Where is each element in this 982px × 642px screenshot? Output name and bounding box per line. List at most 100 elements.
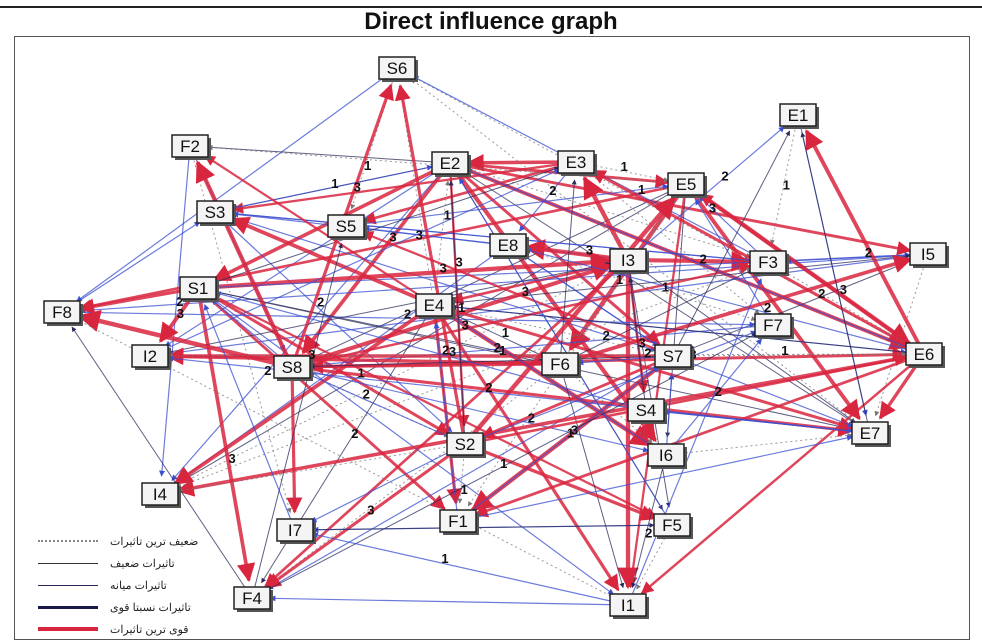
edge-weight-label: 2 (363, 386, 370, 401)
node-box (327, 214, 365, 238)
node-e3[interactable]: E3 (557, 150, 597, 176)
node-e2[interactable]: E2 (431, 151, 471, 177)
edge-I6-E7 (665, 432, 853, 456)
edge-S2-E2 (448, 180, 466, 445)
legend-label: ضعیف ترین تاثیرات (110, 535, 199, 548)
edge-S2-I4 (177, 443, 466, 493)
node-s5[interactable]: S5 (327, 214, 367, 240)
edge-I6-S7 (665, 373, 675, 456)
node-i7[interactable]: I7 (276, 518, 316, 544)
node-f1[interactable]: F1 (439, 509, 479, 535)
edge-S7-S8 (309, 355, 674, 369)
edge-weight-label: 2 (721, 168, 728, 183)
edge-weight-label: 1 (621, 159, 628, 174)
node-i3[interactable]: I3 (609, 248, 649, 274)
edge-E6-I4 (175, 352, 925, 497)
edge-F6-E3 (559, 179, 577, 365)
edge-weight-label: 2 (549, 183, 556, 198)
node-box (667, 172, 705, 196)
top-rule (0, 6, 982, 8)
edge-F1-S7 (457, 366, 660, 522)
edge-E8-F7 (507, 244, 757, 321)
edge-S6-E6 (396, 67, 909, 346)
node-f5[interactable]: F5 (653, 513, 693, 539)
edge-I3-I4 (175, 259, 629, 487)
node-i5[interactable]: I5 (909, 242, 949, 268)
node-s8[interactable]: S8 (273, 355, 313, 381)
edge-E7-E1 (800, 132, 871, 434)
node-e6[interactable]: E6 (905, 342, 945, 368)
node-box (647, 443, 685, 467)
edge-weight-label: 3 (229, 451, 236, 466)
edge-S8-F3 (291, 262, 752, 369)
edge-weight-label: 2 (317, 295, 324, 310)
edge-weight-label: 2 (715, 384, 722, 399)
node-i6[interactable]: I6 (647, 443, 687, 469)
edge-F6-F3 (559, 269, 753, 365)
edge-E2-S8 (301, 161, 452, 355)
node-box (415, 293, 453, 317)
edge-F4-S5 (251, 242, 343, 599)
node-label: I6 (659, 446, 673, 465)
node-s2[interactable]: S2 (446, 432, 486, 458)
node-s7[interactable]: S7 (654, 344, 694, 370)
edge-S4-I3 (628, 277, 647, 411)
node-box (905, 342, 943, 366)
node-e1[interactable]: E1 (779, 103, 819, 129)
node-i1[interactable]: I1 (609, 593, 649, 619)
edge-S8-I7 (286, 366, 303, 514)
edge-E6-I1 (640, 353, 925, 595)
node-box (653, 513, 691, 537)
node-f8[interactable]: F8 (43, 300, 83, 326)
node-box (609, 593, 647, 617)
legend-row-weak: تاثیرات ضعیف (38, 552, 248, 574)
edge-weight-label: 1 (502, 325, 509, 340)
graph-title: Direct influence graph (364, 8, 618, 35)
edge-E7-S6 (410, 78, 871, 434)
node-f6[interactable]: F6 (541, 352, 581, 378)
legend-label: تاثیرات ضعیف (110, 557, 175, 570)
node-e5[interactable]: E5 (667, 172, 707, 198)
edge-weight-label: 2 (528, 411, 535, 426)
edge-E2-I5 (449, 161, 912, 256)
node-f3[interactable]: F3 (749, 250, 789, 276)
node-box (851, 421, 889, 445)
node-label: I7 (288, 521, 302, 540)
edge-weight-label: 3 (456, 254, 463, 269)
edge-E2-I4 (171, 162, 451, 481)
node-label: F8 (52, 303, 72, 322)
edge-F2-I4 (159, 145, 191, 477)
node-e8[interactable]: E8 (489, 233, 529, 259)
edge-weight-label: 1 (500, 456, 507, 471)
node-s1[interactable]: S1 (179, 276, 219, 302)
edge-I1-F4 (269, 595, 629, 606)
edge-S2-F5 (464, 442, 657, 521)
node-i2[interactable]: I2 (131, 344, 171, 370)
edge-F4-F7 (251, 332, 758, 599)
edge-S1-F4 (196, 287, 256, 583)
edge-S7-F4 (267, 355, 674, 590)
node-i4[interactable]: I4 (141, 482, 181, 508)
edge-weight-label: 2 (700, 252, 707, 267)
node-e7[interactable]: E7 (851, 421, 891, 447)
edge-E6-E5 (699, 193, 925, 356)
node-f4[interactable]: F4 (233, 586, 273, 612)
node-box (171, 134, 209, 158)
node-s6[interactable]: S6 (378, 56, 418, 82)
edge-S1-S2 (197, 286, 451, 437)
edge-S7-E7 (672, 355, 854, 428)
edge-I6-E4 (448, 314, 667, 456)
edge-F6-E5 (559, 198, 677, 365)
node-label: E8 (498, 236, 519, 255)
node-f2[interactable]: F2 (171, 134, 211, 160)
node-box (489, 233, 527, 257)
edge-S2-E5 (463, 196, 677, 446)
node-s4[interactable]: S4 (627, 398, 667, 424)
edge-I5-S7 (689, 253, 929, 350)
node-f7[interactable]: F7 (754, 313, 794, 339)
node-s3[interactable]: S3 (196, 200, 236, 226)
edge-E4-S3 (229, 216, 435, 307)
node-e4[interactable]: E4 (415, 293, 455, 319)
node-label: F1 (448, 512, 468, 531)
